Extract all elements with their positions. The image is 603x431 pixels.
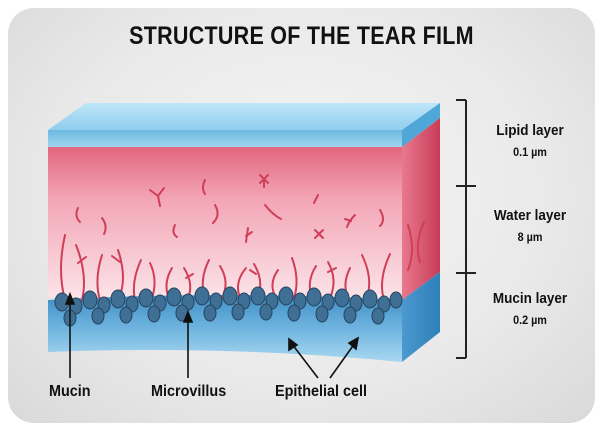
- water-layer-side: [402, 118, 440, 300]
- callout-epithelial-cell: Epithelial cell: [275, 383, 367, 401]
- water-layer-thickness: 8 µm: [476, 230, 584, 244]
- water-layer-name: Water layer: [476, 207, 584, 224]
- layer-label-lipid: Lipid layer 0.1 µm: [476, 122, 584, 159]
- lipid-layer-name: Lipid layer: [476, 122, 584, 139]
- layer-bracket: [456, 100, 476, 358]
- mucin-layer-thickness: 0.2 µm: [476, 313, 584, 327]
- mucin-layer-name: Mucin layer: [476, 290, 584, 307]
- lipid-layer-thickness: 0.1 µm: [476, 145, 584, 159]
- lipid-layer-front: [48, 130, 402, 147]
- layer-label-mucin: Mucin layer 0.2 µm: [476, 290, 584, 327]
- callout-microvillus: Microvillus: [151, 383, 226, 401]
- lipid-layer-top: [48, 103, 440, 130]
- callout-mucin: Mucin: [49, 383, 91, 401]
- layer-label-water: Water layer 8 µm: [476, 207, 584, 244]
